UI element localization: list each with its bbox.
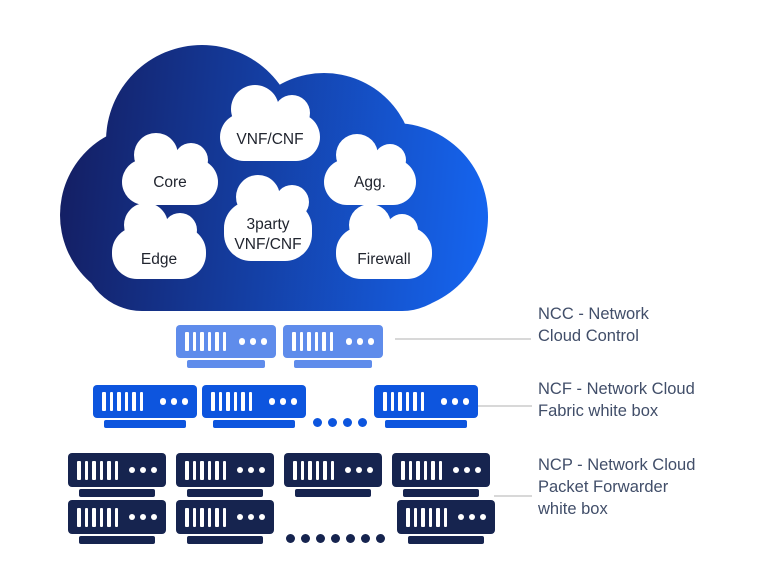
ncf-label-line2: Fabric white box [538,402,659,420]
server-base [186,536,264,544]
server-row [68,500,495,544]
server-base [187,360,265,368]
server-base [402,489,480,497]
sub-cloud-edge: Edge [112,203,206,279]
server-row [176,325,383,368]
server-icon [374,385,478,428]
ncf-server-row [93,385,478,428]
sub-cloud-agg: Agg. [324,134,416,205]
server-slats-icon [292,332,333,351]
ncf-label: NCF - Network Cloud Fabric white box [538,378,763,422]
server-base [213,420,295,428]
server-icon [284,453,382,497]
server-base [294,489,372,497]
server-row [68,453,495,497]
server-slats-icon [185,460,226,480]
server-slats-icon [77,460,118,480]
server-icon [93,385,197,428]
ncp-server-grid [68,453,495,544]
server-base [104,420,186,428]
server-dots-icon [236,466,265,474]
server-base [78,489,156,497]
server-dots-icon [452,466,481,474]
server-base [186,489,264,497]
server-base [294,360,372,368]
server-dots-icon [457,513,486,521]
ncp-label-line1: NCP - Network Cloud [538,456,696,474]
ncp-label-line3: white box [538,500,608,518]
server-slats-icon [401,460,442,480]
server-dots-icon [159,398,188,405]
server-icon [176,500,274,544]
server-dots-icon [440,398,469,405]
sub-cloud-3party-label-line1: 3party [246,216,289,233]
server-icon [283,325,383,368]
server-icon [397,500,495,544]
server-icon [176,325,276,368]
server-slats-icon [383,392,424,411]
ncf-connector-line [478,405,532,407]
server-dots-icon [268,398,297,405]
network-cloud: VNF/CNF Core Agg. 3party VNF/CNF Edge [60,45,488,311]
server-slats-icon [406,507,447,527]
ncp-connector-line [494,495,532,497]
server-slats-icon [102,392,143,411]
sub-cloud-vnf-cnf: VNF/CNF [220,85,320,161]
ellipsis-dots-icon [311,418,369,427]
server-slats-icon [293,460,334,480]
ncc-server-row [176,325,383,368]
sub-cloud-core-label: Core [153,174,187,191]
sub-cloud-core: Core [122,133,218,205]
server-slats-icon [185,332,226,351]
server-base [78,536,156,544]
sub-cloud-agg-label: Agg. [354,174,386,191]
server-icon [68,453,166,497]
server-slats-icon [211,392,252,411]
server-dots-icon [128,513,157,521]
sub-cloud-firewall: Firewall [336,204,432,279]
ncf-label-line1: NCF - Network Cloud [538,380,695,398]
ellipsis-dots-icon [284,534,387,543]
server-row [93,385,478,428]
server-dots-icon [238,338,267,345]
sub-cloud-vnf-cnf-label: VNF/CNF [236,131,303,148]
ncp-label: NCP - Network Cloud Packet Forwarder whi… [538,454,763,520]
sub-cloud-edge-label: Edge [141,251,177,268]
server-dots-icon [128,466,157,474]
ncp-label-line2: Packet Forwarder [538,478,669,496]
server-icon [392,453,490,497]
ncc-label: NCC - Network Cloud Control [538,303,763,347]
server-base [385,420,467,428]
sub-cloud-firewall-label: Firewall [357,251,410,268]
ncc-label-line2: Cloud Control [538,327,639,345]
ncc-label-line1: NCC - Network [538,305,649,323]
sub-cloud-3party-vnf-cnf: 3party VNF/CNF [224,175,312,261]
sub-cloud-3party-label-line2: VNF/CNF [234,236,301,253]
server-icon [68,500,166,544]
server-dots-icon [236,513,265,521]
server-slats-icon [77,507,118,527]
server-base [407,536,485,544]
server-icon [202,385,306,428]
ncc-connector-line [395,338,531,340]
server-dots-icon [345,338,374,345]
server-slats-icon [185,507,226,527]
server-icon [176,453,274,497]
server-dots-icon [344,466,373,474]
